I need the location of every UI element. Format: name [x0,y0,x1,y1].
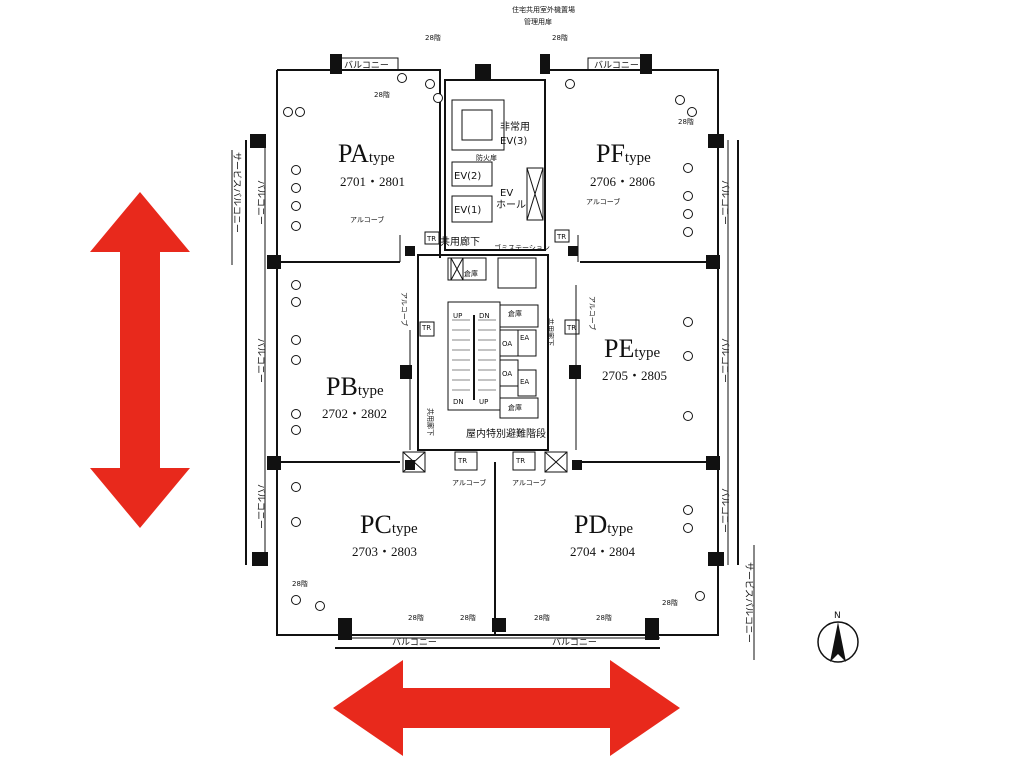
svg-text:サービスバルコニー: サービスバルコニー [231,152,242,233]
svg-text:PEtype: PEtype [604,334,661,363]
svg-text:PDtype: PDtype [574,510,633,539]
svg-text:屋内特別避難階段: 屋内特別避難階段 [466,427,546,440]
svg-text:DN: DN [453,398,464,406]
svg-text:バルコニー: バルコニー [392,637,437,648]
svg-text:住宅共用室外機置場: 住宅共用室外機置場 [512,5,575,14]
svg-text:OA: OA [502,340,512,348]
building-outline [231,57,755,660]
unit-pe: PEtype 2705・2805 [602,334,667,383]
svg-text:バルコニー: バルコニー [719,488,730,533]
svg-text:管理用扉: 管理用扉 [524,17,552,26]
unit-pf: PFtype 2706・2806 [590,139,656,189]
svg-text:OA: OA [502,370,512,378]
svg-text:28階: 28階 [662,598,678,607]
svg-text:28階: 28階 [678,117,694,126]
svg-text:28階: 28階 [596,613,612,622]
svg-text:TR: TR [421,324,431,332]
svg-text:アルコーブ: アルコーブ [512,478,546,487]
svg-text:アルコーブ: アルコーブ [350,215,384,224]
svg-text:バルコニー: バルコニー [255,338,266,383]
svg-text:TR: TR [556,233,566,241]
svg-text:バルコニー: バルコニー [552,637,597,648]
svg-text:ホール: ホール [496,199,526,211]
svg-text:28階: 28階 [292,579,308,588]
svg-text:EV: EV [500,188,513,199]
floor-markers: 28階 28階 28階 28階 28階 28階 28階 28階 28階 28階 [292,33,694,622]
unit-pb: PBtype 2702・2802 [322,372,387,421]
svg-text:PAtype: PAtype [338,139,395,168]
svg-text:バルコニー: バルコニー [255,484,266,529]
svg-text:N: N [834,611,841,621]
svg-text:PCtype: PCtype [360,510,418,539]
north-compass: N [817,611,859,663]
svg-text:PFtype: PFtype [596,139,651,168]
core-labels: 住宅共用室外機置場 管理用扉 非常用 EV(3) 防火扉 EV(2) EV(1)… [350,5,620,487]
columns [250,54,724,640]
svg-text:共用廊下: 共用廊下 [546,318,555,346]
svg-text:EA: EA [520,334,529,342]
svg-text:バルコニー: バルコニー [344,60,389,71]
svg-text:2705・2805: 2705・2805 [602,368,667,383]
svg-text:EV(1): EV(1) [454,205,481,216]
svg-text:2703・2803: 2703・2803 [352,544,417,559]
svg-text:2704・2804: 2704・2804 [570,544,636,559]
unit-pd: PDtype 2704・2804 [570,510,636,559]
svg-text:28階: 28階 [374,90,390,99]
svg-text:アルコーブ: アルコーブ [588,296,597,330]
svg-text:2702・2802: 2702・2802 [322,406,387,421]
balcony-labels: バルコニー バルコニー バルコニー バルコニー バルコニー バルコニー バルコニ… [231,60,754,648]
svg-text:EA: EA [520,378,529,386]
svg-text:28階: 28階 [534,613,550,622]
svg-text:バルコニー: バルコニー [255,180,266,225]
svg-text:バルコニー: バルコニー [719,338,730,383]
svg-text:TR: TR [566,324,576,332]
svg-text:TR: TR [515,457,525,465]
svg-text:TR: TR [426,235,436,243]
svg-text:バルコニー: バルコニー [594,60,639,71]
svg-text:共用廊下: 共用廊下 [426,408,435,436]
svg-text:バルコニー: バルコニー [719,180,730,225]
svg-text:28階: 28階 [552,33,568,42]
vertical-double-arrow [90,192,190,528]
svg-text:UP: UP [453,312,462,320]
svg-text:サービスバルコニー: サービスバルコニー [743,562,754,643]
svg-text:EV(3): EV(3) [500,136,527,147]
svg-text:28階: 28階 [425,33,441,42]
svg-text:UP: UP [479,398,488,406]
svg-text:2701・2801: 2701・2801 [340,174,405,189]
svg-text:共用廊下: 共用廊下 [440,235,480,248]
core [402,79,580,473]
svg-text:2706・2806: 2706・2806 [590,174,656,189]
svg-text:TR: TR [457,457,467,465]
svg-text:倉庫: 倉庫 [508,309,522,318]
unit-pc: PCtype 2703・2803 [352,510,418,559]
svg-text:28階: 28階 [460,613,476,622]
svg-text:倉庫: 倉庫 [508,403,522,412]
svg-text:PBtype: PBtype [326,372,384,401]
horizontal-double-arrow [333,660,680,756]
svg-text:アルコーブ: アルコーブ [586,197,620,206]
svg-text:アルコーブ: アルコーブ [400,292,409,326]
svg-text:アルコーブ: アルコーブ [452,478,486,487]
svg-text:DN: DN [479,312,490,320]
svg-text:防火扉: 防火扉 [476,153,497,162]
unit-pa: PAtype 2701・2801 [338,139,405,189]
svg-text:倉庫: 倉庫 [464,269,478,278]
svg-text:28階: 28階 [408,613,424,622]
svg-text:非常用: 非常用 [500,120,530,133]
svg-text:ゴミステーション: ゴミステーション [494,243,550,252]
svg-text:EV(2): EV(2) [454,171,481,182]
